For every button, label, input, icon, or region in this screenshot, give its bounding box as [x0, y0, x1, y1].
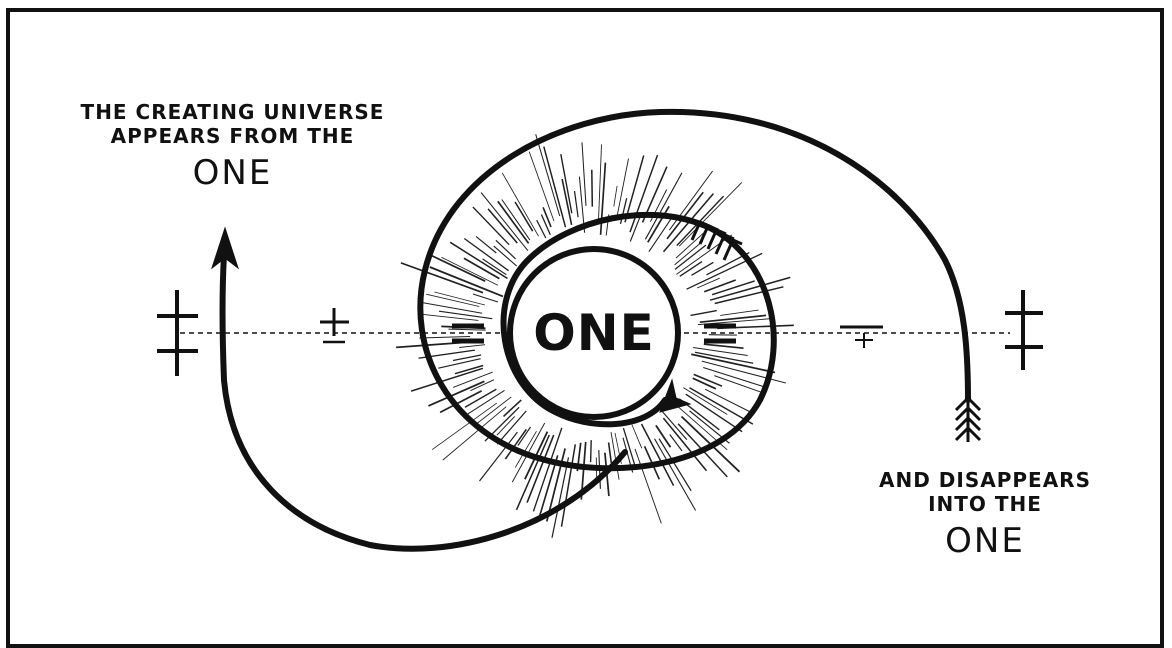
- ray-line: [474, 397, 512, 426]
- minus-over-plus-symbol: [840, 327, 883, 348]
- ray-line: [423, 303, 482, 313]
- ray-line: [473, 294, 498, 302]
- ray-line: [591, 440, 592, 462]
- center-label: ONE: [510, 303, 678, 363]
- ray-line: [616, 159, 628, 221]
- ray-line: [459, 345, 485, 348]
- caption-left-line-1: THE CREATING UNIVERSE: [50, 100, 415, 124]
- ray-line: [450, 242, 507, 278]
- ray-line: [693, 348, 747, 356]
- ray-line: [575, 191, 579, 217]
- ray-line: [439, 311, 492, 319]
- caption-right-line-1: AND DISAPPEARS: [850, 468, 1120, 492]
- ray-line: [438, 359, 480, 369]
- ray-line: [453, 372, 493, 387]
- ray-line: [704, 280, 736, 292]
- caption-left-line-2: APPEARS FROM THE: [50, 124, 415, 148]
- ray-line: [515, 202, 533, 231]
- ray-line: [598, 144, 601, 223]
- ray-line: [703, 368, 767, 388]
- caption-right: AND DISAPPEARS INTO THE ONE: [850, 468, 1120, 558]
- ray-line: [582, 142, 586, 206]
- ray-line: [675, 241, 703, 265]
- right-feathered-tail: [956, 398, 980, 442]
- ray-line: [481, 193, 528, 251]
- ray-line: [614, 186, 617, 207]
- ray-line: [464, 258, 500, 278]
- ray-line: [518, 427, 531, 446]
- ray-line: [448, 329, 485, 330]
- inner-arrowhead: [660, 380, 690, 412]
- upper-feathered-tail: [692, 222, 742, 260]
- ray-line: [419, 337, 470, 339]
- diagram-frame: ONE THE CREATING UNIVERSE APPEARS FROM T…: [0, 0, 1172, 629]
- caption-right-line-2: INTO THE: [850, 492, 1120, 516]
- ray-line: [679, 182, 742, 246]
- caption-right-line-3: ONE: [850, 524, 1120, 558]
- ray-line: [435, 292, 485, 305]
- plus-over-minus-symbol: [320, 308, 349, 342]
- caption-left: THE CREATING UNIVERSE APPEARS FROM THE O…: [50, 100, 415, 190]
- ray-line: [632, 425, 642, 449]
- ray-line: [432, 403, 497, 450]
- ray-line: [609, 443, 612, 463]
- ray-line: [476, 236, 496, 253]
- ray-line: [601, 163, 606, 235]
- ray-line: [704, 344, 744, 348]
- ray-line: [401, 263, 483, 293]
- ray-line: [700, 315, 766, 322]
- ray-line: [529, 152, 554, 221]
- ray-line: [712, 281, 755, 295]
- ray-line: [670, 435, 682, 451]
- ray-line: [635, 449, 661, 524]
- caption-left-line-3: ONE: [50, 156, 415, 190]
- ray-line: [691, 311, 717, 316]
- ray-line: [693, 378, 716, 389]
- ray-line: [720, 310, 758, 315]
- ray-line: [443, 407, 507, 460]
- right-double-cross: [1005, 290, 1043, 370]
- ray-line: [592, 170, 593, 207]
